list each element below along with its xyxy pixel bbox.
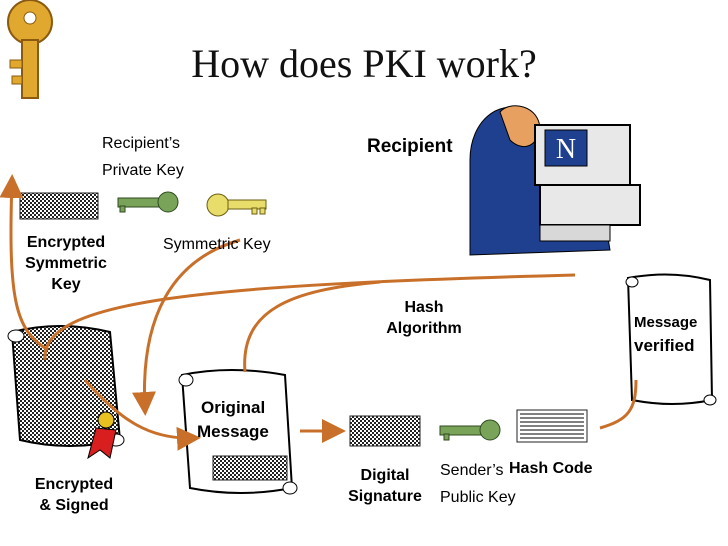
symmetric-key-label: Symmetric Key [163,236,271,253]
flow-arrows [0,174,638,451]
original-message-label: Original Message [197,398,269,441]
page-title: How does PKI work? [191,41,537,86]
digital-signature-box [349,415,421,447]
encrypted-key-box [19,192,99,220]
monitor-logo: N [556,134,576,165]
gold-key-icon [7,0,53,99]
computer-user-icon: N [469,105,641,256]
scroll-icon-original [178,369,298,495]
encrypted-symmetric-key-label: Encrypted Symmetric Key [25,234,107,293]
scroll-icon-verified [625,273,717,406]
senders-public-key-label: Sender’s Public Key [440,462,516,506]
digital-signature-label: Digital Signature [348,467,422,505]
recipients-private-key-label: Recipient’s Private Key [102,135,184,179]
green-key-icon-public [439,419,501,441]
yellow-key-icon [206,193,267,217]
message-verified-label: Message verified [634,314,698,355]
encrypted-signed-label: Encrypted & Signed [34,476,114,514]
scroll-icon-encrypted [7,325,125,460]
hash-code-label: Hash Code [509,460,593,477]
green-key-icon [117,191,179,213]
wax-seal-icon [97,411,115,429]
hash-algorithm-label: Hash Algorithm [386,299,462,337]
recipient-label: Recipient [367,136,453,157]
